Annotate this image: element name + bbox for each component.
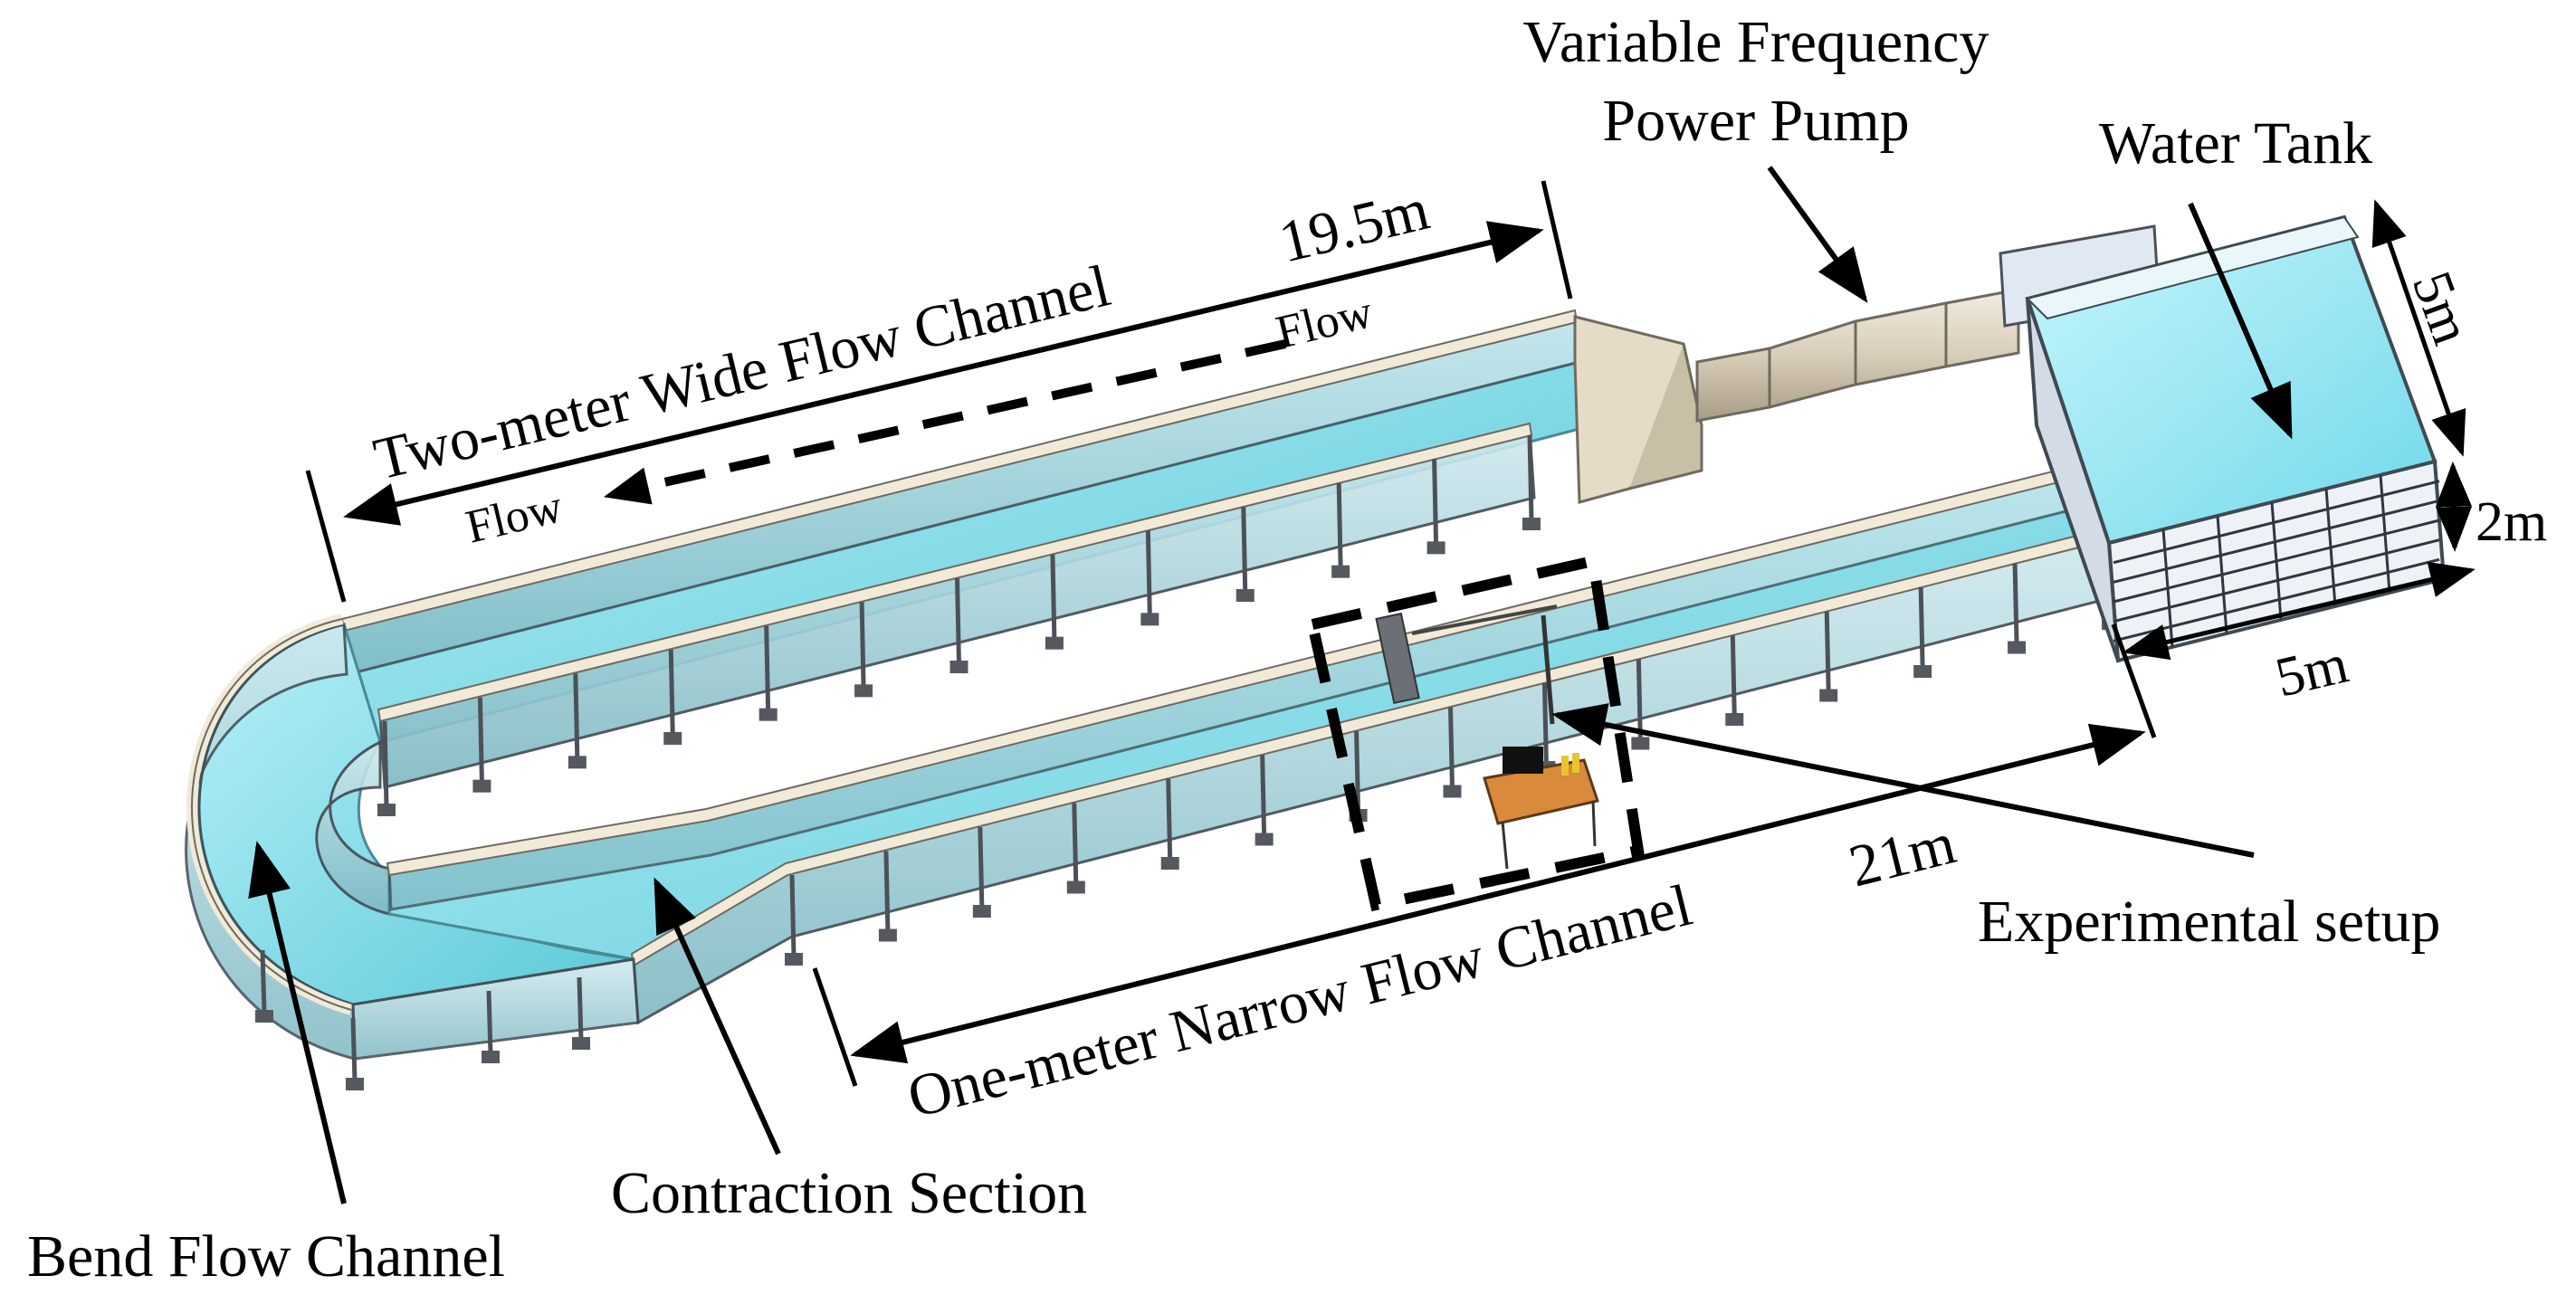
frame-foot: [255, 1010, 273, 1023]
frame-post: [1636, 659, 1643, 741]
frame-post: [577, 976, 584, 1042]
frame-post: [350, 1017, 358, 1082]
frame-foot: [1066, 880, 1085, 894]
frame-post: [1166, 778, 1173, 861]
frame-foot: [1819, 689, 1838, 702]
label-narrow-length: 21m: [1843, 810, 1962, 899]
frame-post: [1541, 682, 1549, 766]
frame-foot: [568, 756, 587, 769]
label-pump-line1: Variable Frequency: [1523, 9, 1989, 75]
tank-leader: [2188, 202, 2293, 440]
frame-post: [486, 990, 493, 1055]
frame-post: [1918, 586, 1925, 670]
label-flow-lower: Flow: [461, 481, 568, 553]
frame-foot: [572, 1037, 590, 1050]
flow-direction-arrow: [614, 339, 1287, 498]
frame-post: [1336, 482, 1343, 569]
tank-louver: [2113, 480, 2440, 565]
frame-post: [668, 649, 675, 737]
label-contraction-section: Contraction Section: [611, 1160, 1087, 1226]
frame-post: [1260, 755, 1267, 837]
frame-post: [1050, 554, 1057, 641]
label-tank-bottom: 5m: [2270, 633, 2354, 709]
frame-foot: [972, 905, 991, 918]
label-bend-channel: Bend Flow Channel: [27, 1223, 505, 1290]
frame-foot: [1522, 518, 1541, 530]
label-flow-upper: Flow: [1271, 286, 1378, 358]
label-experimental-setup: Experimental setup: [1978, 889, 2440, 955]
tank-height-dimension: [2436, 462, 2472, 552]
frame-post: [260, 949, 267, 1014]
frame-foot: [377, 804, 396, 816]
frame-post: [764, 625, 771, 712]
frame-foot: [1913, 665, 1932, 678]
frame-foot: [2008, 641, 2027, 654]
frame-foot: [785, 953, 803, 966]
frame-foot: [1725, 713, 1744, 726]
tank-side-dimension: [2371, 199, 2466, 457]
frame-post: [1824, 611, 1831, 693]
frame-foot: [1426, 541, 1445, 555]
frame-foot: [878, 928, 897, 942]
frame-foot: [1331, 565, 1350, 578]
frame-post: [1241, 506, 1248, 594]
label-narrow-channel: One-meter Narrow Flow Channel: [902, 872, 1698, 1131]
frame-post: [1527, 434, 1534, 522]
frame-foot: [1140, 613, 1159, 626]
setup-leader: [1551, 703, 2255, 858]
frame-post: [1072, 803, 1079, 885]
frame-post: [859, 602, 866, 689]
pump-leader: [1767, 166, 1868, 303]
frame-foot: [472, 779, 491, 793]
frame-post: [1448, 707, 1455, 789]
annotations: [248, 166, 2476, 1204]
label-tank-side: 5m: [2400, 264, 2483, 353]
frame-foot: [346, 1078, 364, 1090]
frame-foot: [1255, 833, 1274, 846]
frame-post: [1432, 459, 1439, 546]
frame-post: [883, 851, 891, 933]
frame-foot: [854, 684, 873, 698]
frame-post: [955, 577, 961, 665]
label-tank-height: 2m: [2476, 491, 2547, 553]
frame-foot: [663, 732, 682, 745]
frame-post: [477, 697, 484, 784]
contraction-leader: [654, 877, 781, 1156]
bend-leader: [248, 841, 347, 1204]
frame-foot: [1631, 737, 1650, 750]
frame-post: [1145, 530, 1152, 617]
wide-length-dimension: [343, 221, 1544, 526]
frame-foot: [1236, 589, 1255, 602]
frame-post: [1730, 634, 1737, 718]
frame-post: [789, 874, 797, 957]
frame-foot: [1443, 785, 1462, 798]
frame-foot: [1045, 636, 1064, 650]
frame-foot: [482, 1051, 500, 1063]
frame-foot: [1160, 857, 1179, 870]
frame-post: [573, 673, 580, 760]
frame-post: [382, 720, 389, 808]
frame-post: [978, 826, 985, 909]
frame-post: [2012, 563, 2019, 645]
label-pump-line2: Power Pump: [1602, 88, 1909, 154]
frame-foot: [758, 708, 778, 721]
frame-foot: [949, 661, 968, 673]
label-water-tank: Water Tank: [2099, 110, 2372, 176]
tank-bottom-dimension: [2123, 561, 2476, 661]
